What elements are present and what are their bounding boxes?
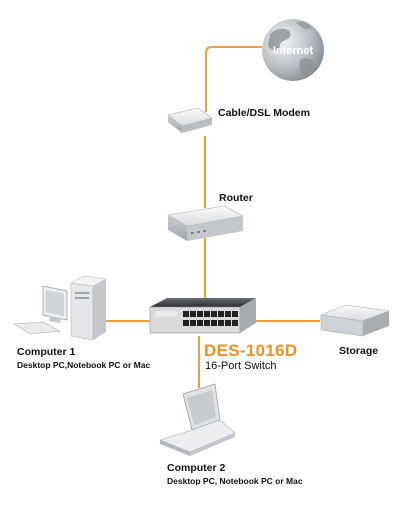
internet-label: Internet [273,45,314,57]
router-icon [167,205,244,241]
connection-lines [106,46,320,388]
link-internet-modem [205,46,262,112]
modem-icon [167,107,213,133]
switch-description-label: 16-Port Switch [205,360,277,372]
router-label: Router [219,192,253,204]
computer2-sublabel: Desktop PC, Notebook PC or Mac [167,476,303,486]
laptop-icon [159,383,236,456]
modem-label: Cable/DSL Modem [218,107,310,119]
globe-icon [262,19,324,81]
computer2-label: Computer 2 [167,462,226,474]
computer1-sublabel: Desktop PC,Notebook PC or Mac [17,360,151,370]
switch-model-label: DES-1016D [204,341,298,360]
storage-label: Storage [339,345,379,357]
desktop-pc-icon [13,275,107,341]
switch-icon [149,298,256,334]
computer1-label: Computer 1 [17,346,76,358]
storage-icon [319,304,391,337]
